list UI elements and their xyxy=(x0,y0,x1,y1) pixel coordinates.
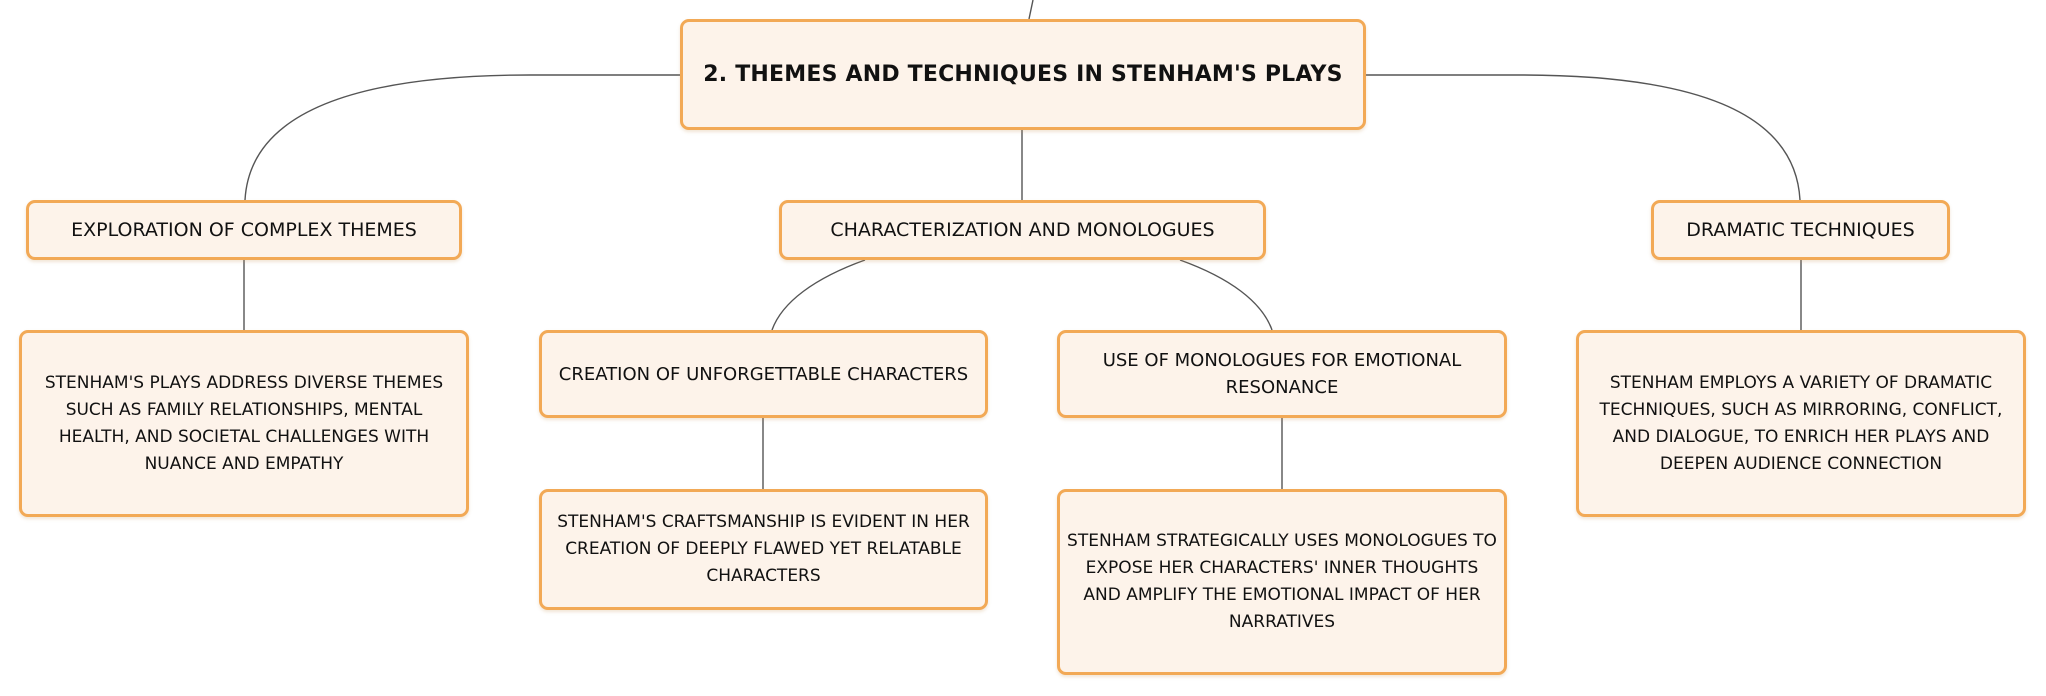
connector-characterization-to-creation xyxy=(771,259,866,331)
node-characterization-and-monologues[interactable]: CHARACTERIZATION AND MONOLOGUES xyxy=(779,200,1266,260)
node-label: CREATION OF UNFORGETTABLE CHARACTERS xyxy=(558,363,969,385)
node-exploration-of-complex-themes[interactable]: EXPLORATION OF COMPLEX THEMES xyxy=(26,200,462,260)
node-creation-of-unforgettable-characters[interactable]: CREATION OF UNFORGETTABLE CHARACTERS xyxy=(539,330,988,418)
node-text: STENHAM EMPLOYS A VARIETY OF DRAMATIC TE… xyxy=(1599,372,2003,474)
node-dramatic-techniques[interactable]: DRAMATIC TECHNIQUES xyxy=(1651,200,1950,260)
node-label: EXPLORATION OF COMPLEX THEMES xyxy=(71,219,417,241)
node-dramatic-detail[interactable]: STENHAM EMPLOYS A VARIETY OF DRAMATIC TE… xyxy=(1576,330,2026,517)
node-text: STENHAM'S PLAYS ADDRESS DIVERSE THEMES S… xyxy=(44,372,444,474)
node-label: DRAMATIC TECHNIQUES xyxy=(1686,219,1915,241)
node-label: CHARACTERIZATION AND MONOLOGUES xyxy=(830,219,1215,241)
node-label: USE OF MONOLOGUES FOR EMOTIONAL RESONANC… xyxy=(1102,350,1462,398)
connector-root-to-exploration xyxy=(244,74,680,201)
node-exploration-detail[interactable]: STENHAM'S PLAYS ADDRESS DIVERSE THEMES S… xyxy=(19,330,469,517)
node-creation-detail[interactable]: STENHAM'S CRAFTSMANSHIP IS EVIDENT IN HE… xyxy=(539,489,988,610)
node-text: STENHAM STRATEGICALLY USES MONOLOGUES TO… xyxy=(1067,531,1497,632)
root-node[interactable]: 2. THEMES AND TECHNIQUES IN STENHAM'S PL… xyxy=(680,19,1366,130)
root-node-label: 2. THEMES AND TECHNIQUES IN STENHAM'S PL… xyxy=(703,62,1343,87)
node-monologues-detail[interactable]: STENHAM STRATEGICALLY USES MONOLOGUES TO… xyxy=(1057,489,1507,675)
node-text: STENHAM'S CRAFTSMANSHIP IS EVIDENT IN HE… xyxy=(557,512,970,586)
connector-root-to-dramatic xyxy=(1366,74,1801,201)
connector-characterization-to-monologues xyxy=(1179,259,1273,331)
node-use-of-monologues[interactable]: USE OF MONOLOGUES FOR EMOTIONAL RESONANC… xyxy=(1057,330,1507,418)
connector-parent-to-root xyxy=(1028,0,1034,20)
